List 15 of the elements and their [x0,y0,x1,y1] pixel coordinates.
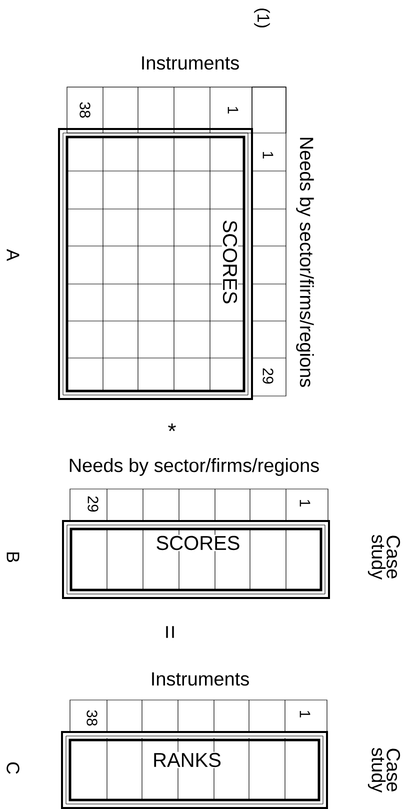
axis-label: Needs by sector/firms/regions [70,458,319,476]
operator-symbol: * [168,423,176,432]
panel-letter: B [6,552,20,562]
cell-number: 1 [300,710,310,718]
axis-label: Instruments [152,672,249,686]
axis-label: Needs by sector/firms/regions [296,138,314,387]
panel-letter: A [6,249,20,261]
cell-number: 1 [300,500,310,506]
figure-number: (1) [254,8,270,28]
axis-label: Instruments [142,56,239,70]
panel-letter: C [6,762,20,774]
cell-number: 1 [228,106,238,114]
axis-label: Case study [368,748,400,793]
operator-symbol: = [166,626,174,638]
axis-label: Case study [368,534,400,580]
